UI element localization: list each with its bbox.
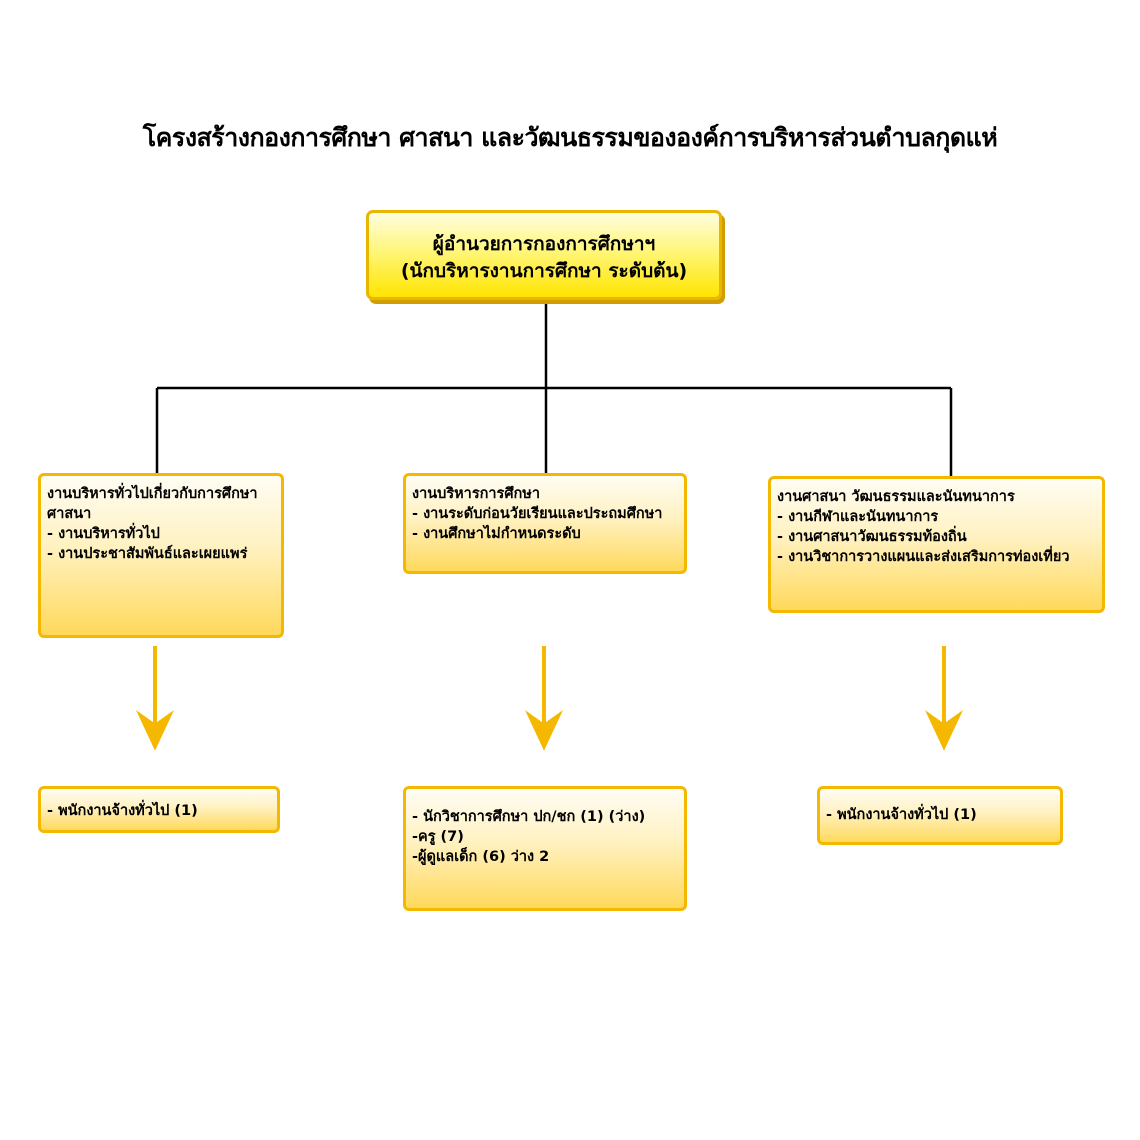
section-line: งานบริหารการศึกษา <box>412 486 541 502</box>
section-line: งานศาสนา วัฒนธรรมและนันทนาการ <box>777 489 1015 505</box>
chart-title: โครงสร้างกองการศึกษา ศาสนา และวัฒนธรรมขอ… <box>142 123 998 152</box>
staff-box-religion-culture: - พนักงานจ้างทั่วไป (1) <box>817 786 1063 845</box>
section-line: - งานศาสนาวัฒนธรรมท้องถิ่น <box>777 529 967 545</box>
section-line: - งานประชาสัมพันธ์และเผยแพร่ <box>47 546 248 562</box>
section-box-religion-culture: งานศาสนา วัฒนธรรมและนันทนาการ - งานกีฬาแ… <box>768 476 1105 613</box>
staff-line: - พนักงานจ้างทั่วไป (1) <box>47 803 198 819</box>
staff-line: - นักวิชาการศึกษา ปก/ชก (1) (ว่าง) <box>412 809 646 825</box>
director-title: ผู้อำนวยการกองการศึกษาฯ <box>432 233 656 255</box>
staff-box-general-admin: - พนักงานจ้างทั่วไป (1) <box>38 786 280 833</box>
staff-line: -ผู้ดูแลเด็ก (6) ว่าง 2 <box>412 849 550 865</box>
section-line: - งานกีฬาและนันทนาการ <box>777 509 939 525</box>
staff-line: -ครู (7) <box>412 829 464 845</box>
staff-line: - พนักงานจ้างทั่วไป (1) <box>826 807 977 823</box>
section-line: ศาสนา <box>47 506 92 522</box>
center-arrow-head <box>524 709 564 751</box>
section-box-education-admin: งานบริหารการศึกษา - งานระดับก่อนวัยเรียน… <box>403 473 687 574</box>
left-arrow-head <box>135 709 175 751</box>
section-line: งานบริหารทั่วไปเกี่ยวกับการศึกษา <box>47 486 258 502</box>
section-box-general-admin: งานบริหารทั่วไปเกี่ยวกับการศึกษา ศาสนา -… <box>38 473 284 638</box>
section-line: - งานวิชาการวางแผนและส่งเสริมการท่องเที่… <box>777 549 1070 565</box>
director-box: ผู้อำนวยการกองการศึกษาฯ (นักบริหารงานการ… <box>366 210 722 300</box>
staff-box-education-admin: - นักวิชาการศึกษา ปก/ชก (1) (ว่าง) -ครู … <box>403 786 687 911</box>
section-line: - งานบริหารทั่วไป <box>47 526 160 542</box>
section-line: - งานระดับก่อนวัยเรียนและประถมศึกษา <box>412 506 663 522</box>
section-line: - งานศึกษาไม่กำหนดระดับ <box>412 526 581 542</box>
right-arrow-head <box>924 709 964 751</box>
director-rank: (นักบริหารงานการศึกษา ระดับต้น) <box>400 260 688 282</box>
